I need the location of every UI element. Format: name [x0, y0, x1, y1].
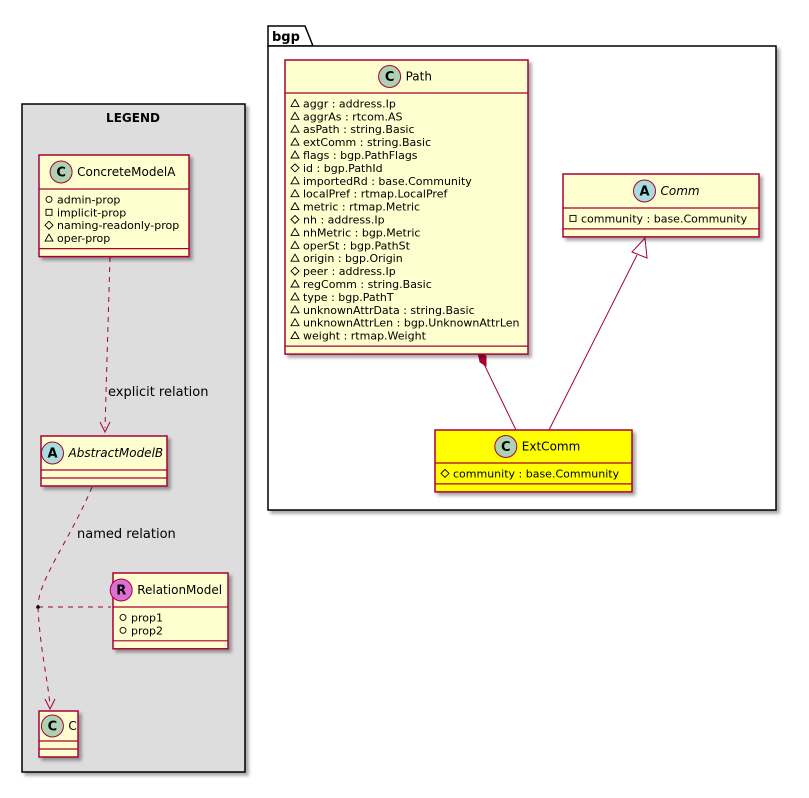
- class-attribute: prop1: [131, 611, 163, 624]
- class-attribute: id : bgp.PathId: [303, 162, 383, 175]
- stereotype-icon: [40, 714, 64, 738]
- package-visibility-icon: [290, 111, 300, 120]
- class-attribute: type : bgp.PathT: [303, 291, 394, 304]
- protected-visibility-icon: [290, 266, 300, 276]
- package-visibility-icon: [290, 227, 300, 236]
- public-visibility-icon: [119, 626, 127, 634]
- class-name: Path: [406, 70, 432, 84]
- package-visibility-icon: [290, 317, 300, 327]
- class-box: [112, 572, 229, 650]
- legend-title: LEGEND: [106, 111, 160, 125]
- package-visibility-icon: [290, 150, 300, 159]
- stereotype-icon: [41, 441, 64, 465]
- package-visibility-icon: [290, 291, 300, 301]
- stereotype-letter: A: [47, 447, 57, 462]
- class-name: ExtComm: [522, 440, 581, 454]
- protected-visibility-icon: [290, 163, 300, 173]
- class-attribute: localPref : rtmap.LocalPref: [303, 188, 448, 201]
- class-attribute: prop2: [131, 624, 163, 637]
- class-attribute: unknownAttrLen : bgp.UnknownAttrLen: [303, 317, 520, 330]
- stereotype-icon: [378, 65, 402, 88]
- class-attribute: weight : rtmap.Weight: [303, 330, 427, 343]
- comm-class: A Comm community : base.Community: [562, 173, 760, 238]
- class-attribute: operSt : bgp.PathSt: [303, 239, 411, 252]
- package-visibility-icon: [290, 98, 300, 107]
- protected-visibility-icon: [44, 220, 54, 230]
- stereotype-letter: A: [639, 185, 649, 200]
- class-name: RelationModel: [137, 583, 222, 597]
- concrete-model-class: C ConcreteModelA admin-propimplicit-propna…: [38, 154, 190, 258]
- public-visibility-icon: [119, 613, 127, 621]
- package-visibility-icon: [290, 175, 300, 185]
- named-relation-label: named relation: [77, 527, 176, 542]
- named-relation-edge: [36, 486, 111, 711]
- package-visibility-icon: [44, 233, 54, 242]
- stereotype-icon: [633, 179, 656, 203]
- class-attribute: naming-readonly-prop: [57, 219, 179, 232]
- class-attribute: origin : bgp.Origin: [303, 252, 403, 265]
- public-visibility-icon: [45, 195, 53, 203]
- class-attribute: admin-prop: [57, 193, 120, 206]
- private-visibility-icon: [45, 208, 53, 216]
- package-visibility-icon: [290, 253, 300, 262]
- class-attribute: flags : bgp.PathFlags: [303, 149, 418, 162]
- stereotype-letter: R: [116, 584, 126, 599]
- stereotype-letter: C: [385, 70, 395, 85]
- package-visibility-icon: [290, 124, 300, 133]
- stereotype-icon: [49, 160, 73, 184]
- class-attribute: aggr : address.Ip: [303, 97, 396, 110]
- class-name: AbstractModelB: [68, 446, 164, 460]
- class-attribute: nh : address.Ip: [303, 214, 385, 227]
- class-attribute: unknownAttrData : string.Basic: [303, 304, 475, 317]
- class-box: [434, 429, 633, 493]
- class-attribute: importedRd : base.Community: [303, 175, 472, 188]
- package-visibility-icon: [290, 137, 300, 146]
- class-attribute: implicit-prop: [57, 206, 126, 219]
- class-attribute: community : base.Community: [581, 212, 748, 225]
- generalization-edge: [548, 236, 648, 431]
- explicit-relation-edge: [99, 256, 111, 434]
- package-visibility-icon: [290, 330, 300, 340]
- stereotype-letter: C: [48, 720, 58, 735]
- protected-visibility-icon: [290, 214, 300, 225]
- explicit-relation-label: explicit relation: [108, 385, 208, 400]
- class-attribute: regComm : string.Basic: [303, 278, 432, 291]
- class-name: ConcreteModelA: [77, 165, 176, 179]
- stereotype-icon: [109, 578, 133, 602]
- class-attribute: extComm : string.Basic: [303, 136, 431, 149]
- stereotype-letter: C: [56, 166, 66, 181]
- class-box: [284, 59, 529, 355]
- class-attribute: community : base.Community: [453, 467, 620, 480]
- package-visibility-icon: [290, 304, 300, 314]
- class-name: Comm: [661, 184, 700, 198]
- class-name: C: [68, 719, 76, 733]
- abstract-model-class: A AbstractModelB: [40, 435, 168, 487]
- class-box: [562, 173, 760, 238]
- package-name: bgp: [272, 30, 300, 45]
- class-attribute: peer : address.Ip: [303, 265, 396, 278]
- class-attribute: asPath : string.Basic: [303, 123, 415, 136]
- package-visibility-icon: [290, 279, 300, 288]
- class-attribute: oper-prop: [57, 232, 110, 245]
- private-visibility-icon: [569, 214, 577, 222]
- package-visibility-icon: [290, 240, 300, 249]
- extcomm-class: C ExtComm community : base.Community: [434, 429, 633, 493]
- package-visibility-icon: [290, 201, 300, 211]
- class-attribute: metric : rtmap.Metric: [303, 201, 420, 214]
- package-visibility-icon: [290, 188, 300, 198]
- class-attribute: nhMetric : bgp.Metric: [303, 226, 420, 239]
- protected-visibility-icon: [440, 468, 450, 479]
- stereotype-letter: C: [501, 440, 511, 455]
- class-attribute: aggrAs : rtcom.AS: [303, 110, 403, 123]
- stereotype-icon: [494, 435, 518, 458]
